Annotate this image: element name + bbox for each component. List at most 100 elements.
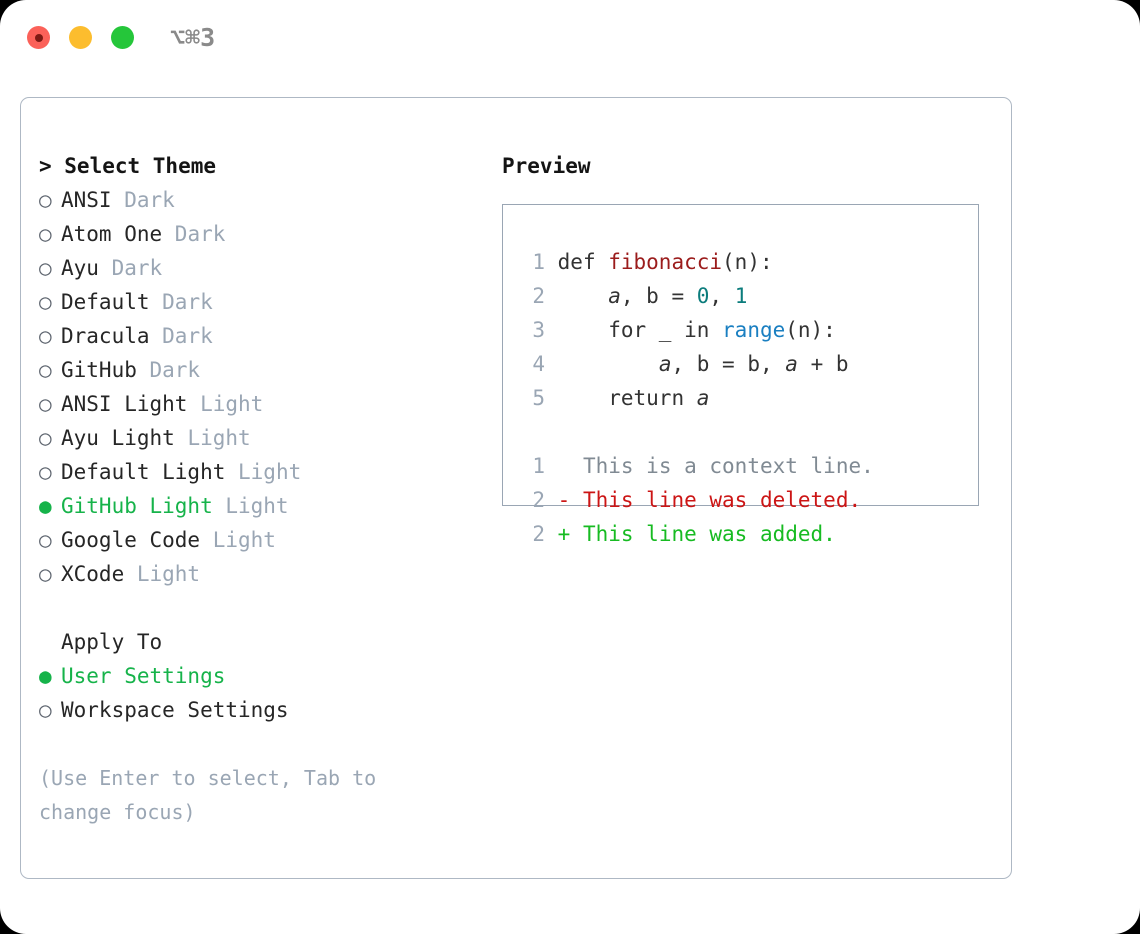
theme-kind-label: Dark [149, 290, 213, 314]
theme-option[interactable]: ○ GitHub Dark [39, 353, 479, 387]
keyboard-hint: (Use Enter to select, Tab to change focu… [39, 766, 377, 824]
apply-to-label: User Settings [61, 664, 226, 688]
theme-name: Ayu Light [61, 426, 175, 450]
theme-kind-label: Light [174, 426, 251, 450]
code-token: 0 [696, 284, 710, 308]
theme-name: Google Code [61, 528, 201, 552]
radio-empty-icon: ○ [39, 392, 52, 416]
theme-name: Dracula [61, 324, 150, 348]
code-token: fibonacci [608, 250, 723, 274]
code-line: 3 for _ in range(n): [520, 313, 874, 347]
maximize-button[interactable] [111, 26, 134, 49]
theme-option[interactable]: ○Google Code Light [39, 523, 479, 557]
minimize-button[interactable] [69, 26, 92, 49]
theme-name: ANSI [61, 188, 112, 212]
apply-to-title: Apply To [61, 630, 163, 654]
page-title: > Select Theme [39, 154, 217, 178]
diff-marker [558, 454, 571, 478]
apply-to-option[interactable]: ○ Workspace Settings [39, 693, 479, 727]
radio-empty-icon: ○ [39, 562, 52, 586]
theme-kind-label: Dark [149, 324, 213, 348]
line-number: 1 [532, 454, 545, 478]
apply-to-label: Workspace Settings [61, 698, 289, 722]
diff-marker: + [557, 522, 571, 546]
code-token: a [608, 284, 621, 308]
theme-option[interactable]: ○ANSI Light Light [39, 387, 479, 421]
line-number: 2 [532, 284, 545, 308]
radio-empty-icon: ○ [39, 256, 52, 280]
diff-line: 1 This is a context line. [520, 449, 874, 483]
code-token: for _ in [557, 318, 723, 342]
theme-name: ANSI Light [61, 392, 188, 416]
panel-columns: > Select Theme ○ANSI Dark○Atom One Dark○… [21, 98, 1011, 878]
theme-kind-label: Light [225, 460, 302, 484]
line-number: 1 [532, 250, 545, 274]
radio-empty-icon: ○ [39, 324, 52, 348]
code-token: (n): [785, 318, 836, 342]
section-spacer [39, 591, 479, 625]
line-number: 4 [532, 352, 545, 376]
theme-name: XCode [61, 562, 125, 586]
diff-line: 2 - This line was deleted. [520, 483, 874, 517]
theme-kind-label: Dark [111, 188, 175, 212]
theme-kind-label: Light [212, 494, 289, 518]
radio-empty-icon: ○ [39, 698, 52, 722]
apply-to-list[interactable]: ● User Settings ○ Workspace Settings [39, 659, 479, 727]
theme-name: GitHub Light [61, 494, 213, 518]
close-button[interactable] [27, 26, 50, 49]
radio-empty-icon: ○ [39, 358, 52, 382]
theme-list[interactable]: ○ANSI Dark○Atom One Dark○Ayu Dark○Defaul… [39, 183, 479, 591]
code-token [558, 352, 659, 376]
line-number: 3 [532, 318, 545, 342]
theme-option[interactable]: ○Default Light Light [39, 455, 479, 489]
theme-option[interactable]: ○ Dracula Dark [39, 319, 479, 353]
radio-empty-icon: ○ [39, 426, 52, 450]
theme-kind-label: Dark [98, 256, 163, 280]
radio-empty-icon: ○ [39, 290, 52, 314]
theme-option[interactable]: ○ Ayu Light Light [39, 421, 479, 455]
code-line: 5 return a [520, 381, 874, 415]
radio-selected-icon: ● [39, 664, 52, 688]
code-token: 1 [734, 284, 748, 308]
code-line: 4 a, b = b, a + b [520, 347, 874, 381]
line-number: 2 [532, 522, 545, 546]
theme-option[interactable]: ○ Ayu Dark [39, 251, 479, 285]
code-token: , b = b, [671, 352, 786, 376]
theme-option[interactable]: ● GitHub Light Light [39, 489, 479, 523]
code-token: return [557, 386, 697, 410]
theme-name: Atom One [61, 222, 163, 246]
line-number: 2 [532, 488, 545, 512]
radio-empty-icon: ○ [39, 222, 52, 246]
window-controls [27, 26, 134, 49]
diff-marker: - [557, 488, 571, 512]
apply-to-option[interactable]: ● User Settings [39, 659, 479, 693]
theme-kind-label: Dark [136, 358, 201, 382]
theme-kind-label: Dark [162, 222, 226, 246]
theme-name: Ayu [61, 256, 99, 280]
theme-option[interactable]: ○XCode Light [39, 557, 479, 591]
line-number: 5 [532, 386, 545, 410]
code-line: 1 def fibonacci(n): [520, 245, 874, 279]
code-token: a [658, 352, 672, 376]
theme-option[interactable]: ○ Default Dark [39, 285, 479, 319]
radio-empty-icon: ○ [39, 528, 52, 552]
keyboard-shortcut-label: ⌥⌘3 [170, 23, 216, 52]
preview-title: Preview [502, 154, 591, 178]
code-token: a [785, 352, 798, 376]
theme-option[interactable]: ○ANSI Dark [39, 183, 479, 217]
theme-name: GitHub [61, 358, 137, 382]
theme-option[interactable]: ○ Atom One Dark [39, 217, 479, 251]
diff-line: 2 + This line was added. [520, 517, 874, 551]
diff-text: This is a context line. [570, 454, 874, 478]
theme-name: Default Light [61, 460, 226, 484]
diff-spacer [520, 415, 874, 449]
code-token: , b = [620, 284, 697, 308]
code-token: (n): [722, 250, 773, 274]
radio-selected-icon: ● [39, 494, 52, 518]
title-bar: ⌥⌘3 [0, 0, 1140, 78]
diff-text: This line was deleted. [570, 488, 862, 512]
code-token [558, 284, 609, 308]
theme-name: Default [61, 290, 150, 314]
